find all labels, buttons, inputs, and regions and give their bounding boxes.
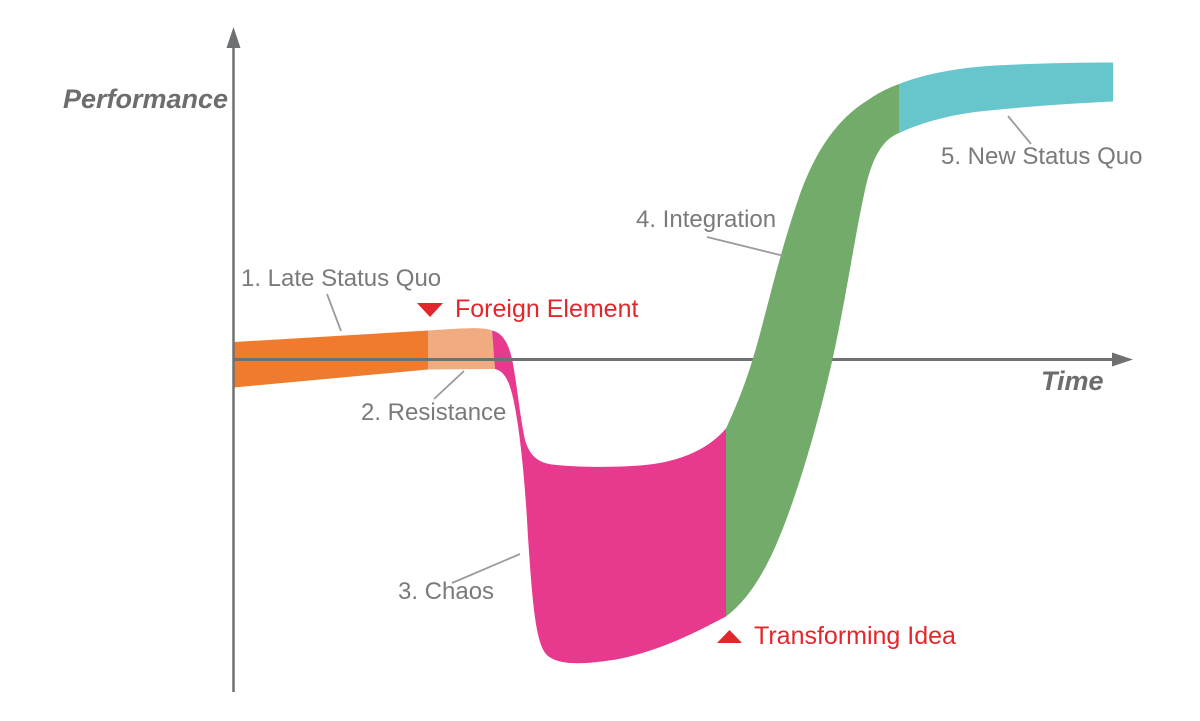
pointer-line-late-status-quo: [326, 293, 342, 332]
triangle-down-icon: [417, 302, 443, 317]
triangle-up-icon: [717, 630, 742, 643]
pointer-line-new-status-quo: [1007, 115, 1032, 145]
stage-label-late-status-quo: 1. Late Status Quo: [241, 265, 442, 292]
band-resistance: [428, 328, 495, 370]
stage-label-integration: 4. Integration: [636, 206, 777, 233]
annotation-transforming-idea: Transforming Idea: [717, 622, 956, 651]
x-axis-label: Time: [1041, 366, 1104, 396]
stage-label-resistance: 2. Resistance: [361, 399, 507, 426]
y-axis-arrowhead: [226, 27, 241, 48]
stage-label-chaos: 3. Chaos: [398, 578, 495, 605]
pointer-line-chaos: [451, 553, 521, 584]
pointer-line-integration: [706, 236, 785, 257]
y-axis-label: Performance: [63, 84, 229, 114]
band-integration: [726, 84, 899, 617]
band-new-status-quo: [899, 62, 1113, 133]
annotation-transforming-idea-label: Transforming Idea: [754, 622, 956, 650]
annotation-foreign-element: Foreign Element: [417, 295, 638, 324]
pointer-line-resistance: [433, 370, 465, 400]
annotation-foreign-element-label: Foreign Element: [455, 295, 639, 323]
band-chaos: [492, 330, 726, 664]
stage-label-new-status-quo: 5. New Status Quo: [941, 143, 1143, 170]
x-axis-arrowhead: [1112, 352, 1133, 367]
